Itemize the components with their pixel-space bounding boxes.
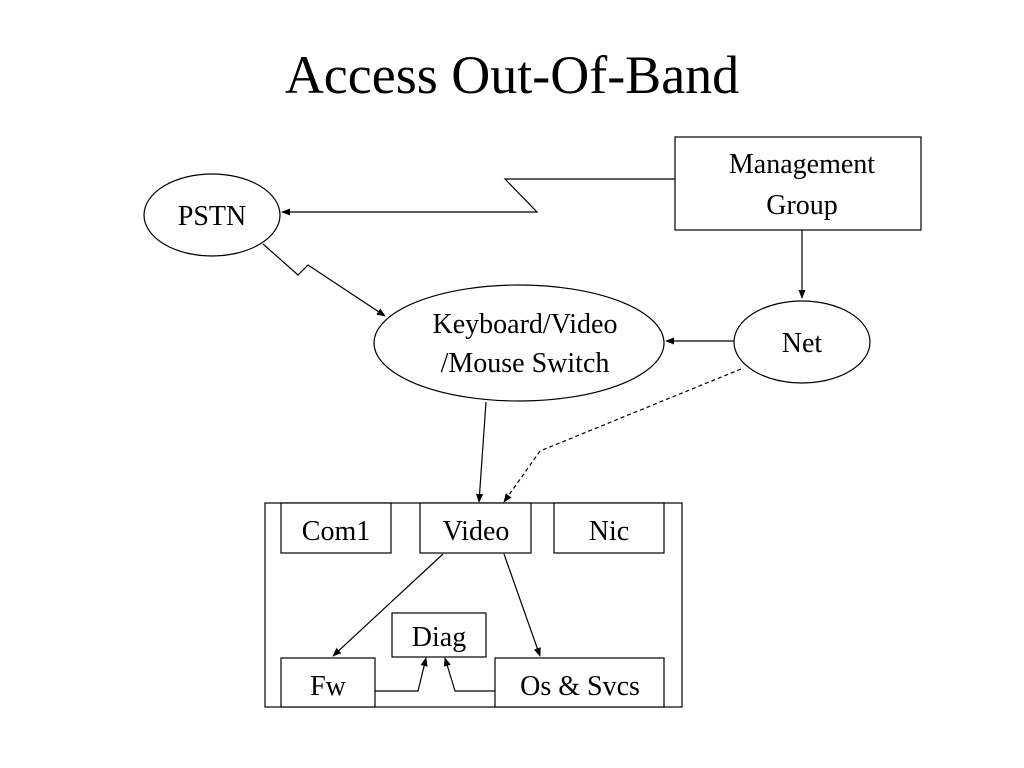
pstn-to-kvm-link [262, 243, 386, 317]
kvm-switch-label-line1: Keyboard/Video [433, 309, 618, 340]
nic-box: Nic [553, 502, 665, 554]
management-group-label-line2: Group [766, 190, 838, 221]
video-to-os-svcs-link [503, 553, 541, 657]
os-svcs-label: Os & Svcs [520, 671, 640, 702]
com1-box: Com1 [280, 502, 392, 554]
os-svcs-box: Os & Svcs [494, 657, 665, 708]
nic-label: Nic [589, 516, 629, 547]
diag-box: Diag [391, 612, 487, 658]
mgmt-to-pstn-link [281, 178, 675, 216]
pstn-label: PSTN [178, 201, 246, 232]
slide-title: Access Out-Of-Band [284, 45, 740, 105]
net-node: Net [733, 300, 871, 384]
kvm-switch-node: Keyboard/Video /Mouse Switch [373, 284, 665, 402]
fw-to-diag-link [375, 657, 428, 692]
video-box: Video [419, 502, 532, 554]
os-svcs-to-diag-link [443, 657, 495, 692]
video-label: Video [443, 516, 510, 547]
net-label: Net [782, 328, 823, 359]
net-to-video-dashed-link [503, 368, 742, 503]
video-to-fw-link [332, 553, 444, 657]
com1-label: Com1 [302, 516, 370, 547]
management-group-label-line1: Management [729, 149, 875, 180]
pstn-node: PSTN [143, 173, 281, 257]
fw-label: Fw [310, 671, 347, 702]
fw-box: Fw [280, 657, 376, 708]
kvm-to-video-link [475, 401, 487, 503]
diag-label: Diag [412, 622, 466, 653]
management-group-box: Management Group [674, 136, 922, 231]
kvm-switch-label-line2: /Mouse Switch [441, 348, 610, 379]
